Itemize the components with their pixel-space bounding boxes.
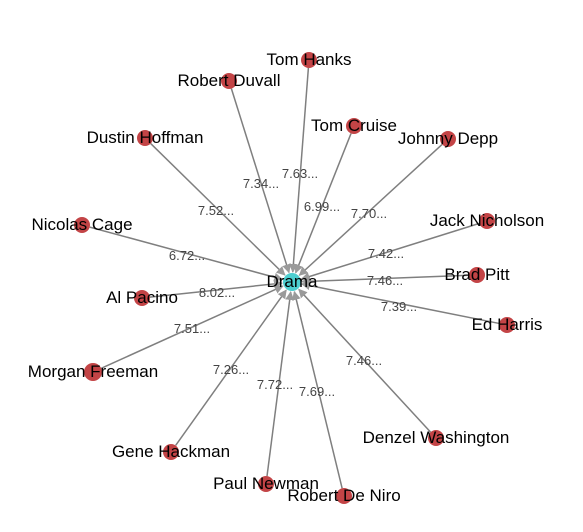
- node-robert-de-niro[interactable]: [336, 488, 352, 504]
- edge-weight-tom-hanks: 7.63...: [282, 166, 318, 181]
- node-tom-cruise[interactable]: [346, 118, 362, 134]
- edge-labels-layer: 7.63...7.34... 6.99... 7.70... 7.52... 7.42.…: [169, 166, 417, 399]
- node-gene-hackman[interactable]: [163, 444, 179, 460]
- edge-paul-newman: [266, 291, 295, 477]
- node-ed-harris[interactable]: [499, 317, 515, 333]
- node-label-robert-duvall: Robert Duvall: [178, 71, 281, 90]
- edge-robert-de-niro: [291, 290, 343, 489]
- edge-weight-nicolas-cage: 6.72...: [169, 248, 205, 263]
- edge-weight-jack-nicholson: 7.42...: [368, 246, 404, 261]
- edge-brad-pitt: [301, 274, 470, 286]
- edge-denzel-washington: [298, 288, 432, 433]
- edges-layer: [89, 67, 500, 489]
- node-label-drama: Drama: [266, 272, 318, 291]
- edge-ed-harris: [300, 281, 500, 325]
- edge-dustin-hoffman: [150, 143, 286, 276]
- edge-weight-paul-newman: 7.72...: [257, 377, 293, 392]
- edge-weight-gene-hackman: 7.26...: [213, 362, 249, 377]
- node-label-johnny-depp: Johnny Depp: [398, 129, 498, 148]
- edge-al-pacino: [149, 279, 283, 298]
- edge-nicolas-cage: [89, 226, 284, 282]
- edge-weight-morgan-freeman: 7.51...: [174, 321, 210, 336]
- edge-weight-brad-pitt: 7.46...: [367, 273, 403, 288]
- edge-weight-robert-de-niro: 7.69...: [299, 384, 335, 399]
- edge-weight-denzel-washington: 7.46...: [346, 353, 382, 368]
- node-jack-nicholson[interactable]: [479, 213, 495, 229]
- edge-robert-duvall: [230, 88, 291, 274]
- node-label-dustin-hoffman: Dustin Hoffman: [87, 128, 204, 147]
- edge-weight-robert-duvall: 7.34...: [243, 176, 279, 191]
- edge-jack-nicholson: [300, 222, 480, 281]
- node-morgan-freeman[interactable]: [84, 363, 102, 381]
- node-label-al-pacino: Al Pacino: [106, 288, 178, 307]
- edge-tom-cruise: [294, 133, 352, 274]
- node-dustin-hoffman[interactable]: [137, 130, 153, 146]
- node-label-robert-de-niro: Robert De Niro: [287, 486, 400, 505]
- node-tom-hanks[interactable]: [301, 52, 317, 68]
- node-label-tom-hanks: Tom Hanks: [266, 50, 351, 69]
- edge-weight-tom-cruise: 6.99...: [304, 199, 340, 214]
- node-label-gene-hackman: Gene Hackman: [112, 442, 230, 461]
- node-center-drama[interactable]: [283, 273, 301, 291]
- node-label-jack-nicholson: Jack Nicholson: [430, 211, 544, 230]
- edge-morgan-freeman: [100, 285, 284, 369]
- edge-weight-ed-harris: 7.39...: [381, 299, 417, 314]
- node-label-nicolas-cage: Nicolas Cage: [31, 215, 132, 234]
- node-label-ed-harris: Ed Harris: [472, 315, 543, 334]
- node-label-paul-newman: Paul Newman: [213, 474, 319, 493]
- node-label-denzel-washington: Denzel Washington: [363, 428, 510, 447]
- edge-weight-dustin-hoffman: 7.52...: [198, 203, 234, 218]
- node-nicolas-cage[interactable]: [74, 217, 90, 233]
- edge-weight-johnny-depp: 7.70...: [351, 206, 387, 221]
- node-label-morgan-freeman: Morgan Freeman: [28, 362, 158, 381]
- node-denzel-washington[interactable]: [428, 430, 444, 446]
- node-label-brad-pitt: Brad Pitt: [444, 265, 509, 284]
- nodes-layer: [74, 52, 515, 504]
- edge-johnny-depp: [298, 143, 443, 276]
- node-brad-pitt[interactable]: [469, 267, 485, 283]
- node-robert-duvall[interactable]: [221, 73, 237, 89]
- node-label-tom-cruise: Tom Cruise: [311, 116, 397, 135]
- node-paul-newman[interactable]: [258, 476, 274, 492]
- edge-gene-hackman: [175, 289, 287, 446]
- edge-tom-hanks: [288, 67, 310, 273]
- node-al-pacino[interactable]: [134, 290, 150, 306]
- edge-weight-al-pacino: 8.02...: [199, 285, 235, 300]
- node-johnny-depp[interactable]: [440, 131, 456, 147]
